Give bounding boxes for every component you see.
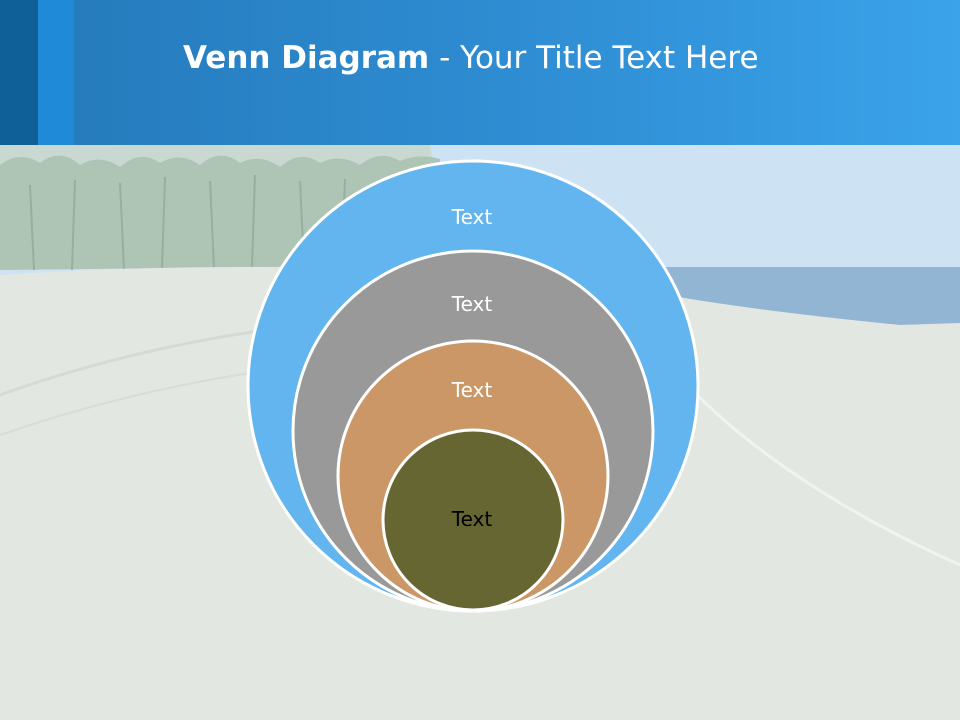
outer-circle-label: Text	[451, 205, 493, 229]
title-rest: - Your Title Text Here	[429, 40, 759, 76]
inner-circle-label: Text	[451, 507, 493, 531]
header-bar: Venn Diagram - Your Title Text Here	[0, 0, 960, 145]
title-bold: Venn Diagram	[183, 40, 430, 76]
inner-circle	[381, 428, 565, 612]
slide-title: Venn Diagram - Your Title Text Here	[183, 40, 759, 76]
header-accent-strip	[38, 0, 74, 145]
third-circle-label: Text	[451, 378, 493, 402]
second-circle-label: Text	[451, 292, 493, 316]
header-accent-strip	[0, 0, 38, 145]
